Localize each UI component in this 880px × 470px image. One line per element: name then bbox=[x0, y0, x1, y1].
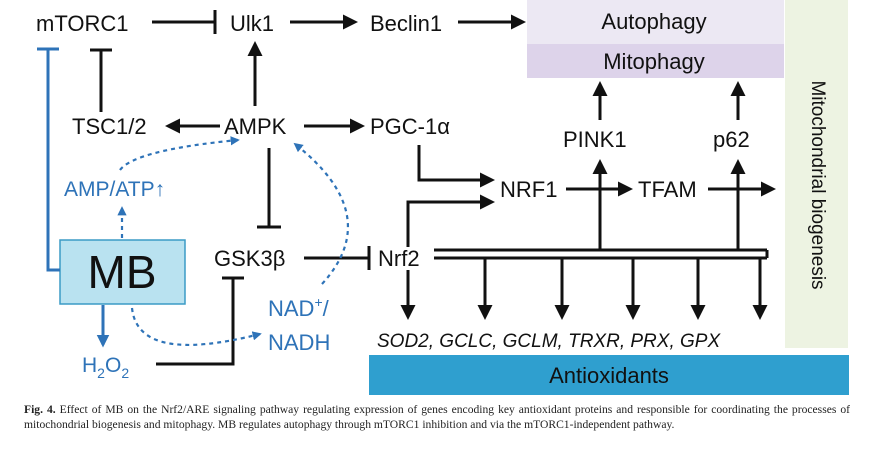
node-mb: MB bbox=[88, 246, 157, 298]
node-h2o2: H2O2 bbox=[82, 354, 129, 381]
antioxidant-genes: SOD2, GCLC, GCLM, TRXR, PRX, GPX bbox=[377, 331, 721, 352]
blue-edges bbox=[37, 47, 110, 348]
caption-text: Effect of MB on the Nrf2/ARE signaling p… bbox=[24, 403, 850, 431]
node-p62: p62 bbox=[713, 127, 750, 152]
node-gsk3b: GSK3β bbox=[214, 246, 285, 271]
edge-nad-ampk bbox=[293, 142, 349, 285]
autophagy-box bbox=[527, 0, 784, 44]
node-nadh: NADH bbox=[268, 330, 330, 355]
autophagy-label: Autophagy bbox=[601, 9, 706, 34]
edge-pgc-nrf1 bbox=[417, 145, 495, 188]
node-pgc1a: PGC-1α bbox=[370, 114, 450, 139]
edge-ampatp-ampk bbox=[119, 136, 240, 171]
node-nrf1: NRF1 bbox=[500, 177, 557, 202]
node-ampk: AMPK bbox=[224, 114, 287, 139]
mitophagy-label: Mitophagy bbox=[603, 49, 705, 74]
edge-mb-nad bbox=[130, 307, 262, 346]
node-mtorc1: mTORC1 bbox=[36, 11, 129, 36]
node-ulk1: Ulk1 bbox=[230, 11, 274, 36]
mitochondrial-biogenesis-label: Mitochondrial biogenesis bbox=[807, 80, 828, 289]
caption-label: Fig. 4. bbox=[24, 403, 56, 416]
node-tfam: TFAM bbox=[638, 177, 697, 202]
node-nrf2: Nrf2 bbox=[378, 246, 420, 271]
node-beclin1: Beclin1 bbox=[370, 11, 442, 36]
node-pink1: PINK1 bbox=[563, 127, 627, 152]
mb-box bbox=[59, 239, 186, 305]
figure-caption: Fig. 4. Effect of MB on the Nrf2/ARE sig… bbox=[24, 402, 850, 432]
antioxidants-bar bbox=[369, 355, 849, 395]
node-amp-atp: AMP/ATP↑ bbox=[64, 178, 165, 201]
node-nad: NAD+/ bbox=[268, 294, 330, 321]
mitochondrial-biogenesis-box bbox=[785, 0, 848, 348]
antioxidants-label: Antioxidants bbox=[549, 363, 669, 388]
edge-mb-mtorc1 bbox=[46, 49, 60, 272]
edge-nrf2-nrf1 bbox=[406, 194, 495, 247]
edge-h2o2-gsk3b bbox=[156, 278, 235, 366]
mitophagy-box bbox=[527, 44, 784, 78]
blue-dotted-edges bbox=[117, 136, 349, 346]
node-tsc: TSC1/2 bbox=[72, 114, 147, 139]
black-edges bbox=[90, 10, 776, 366]
